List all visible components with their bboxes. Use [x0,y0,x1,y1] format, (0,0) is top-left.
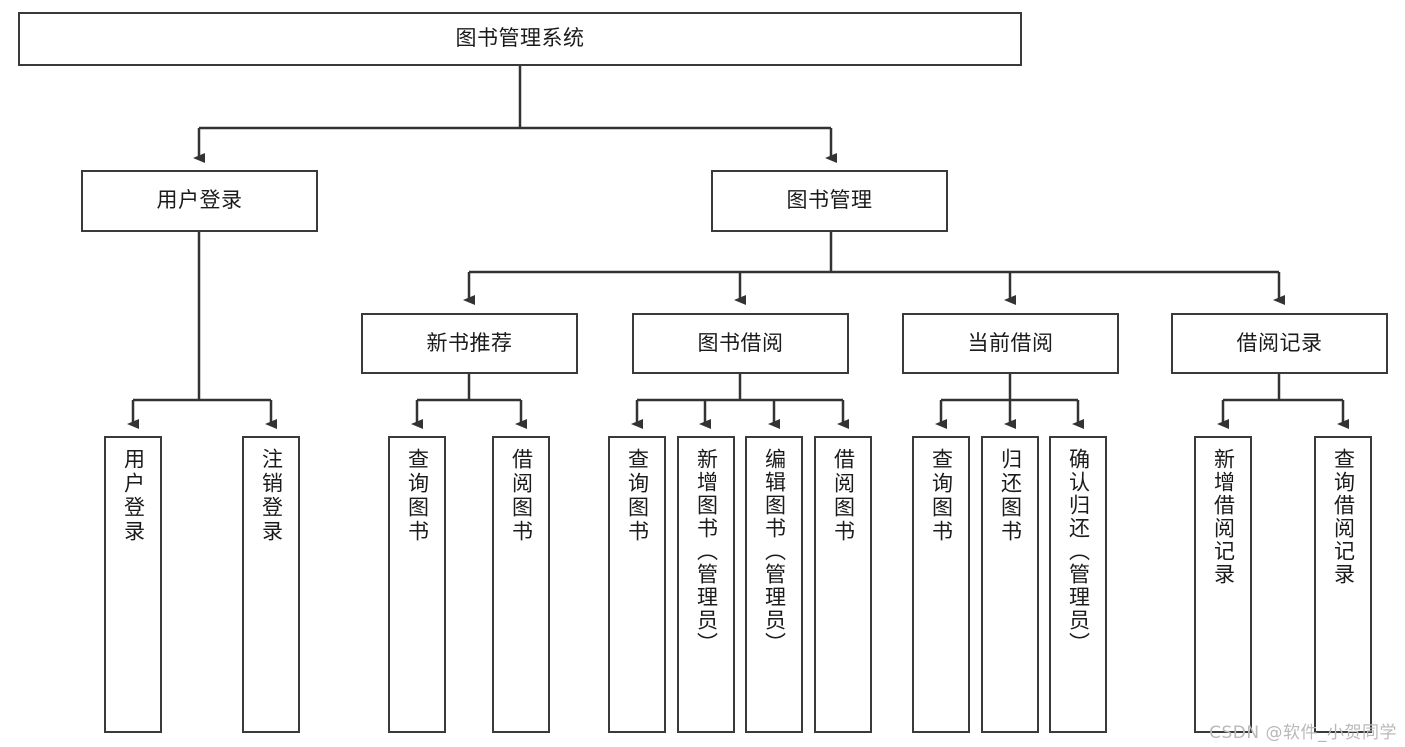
node-book-management[interactable]: 图书管理 [711,170,948,232]
node-label: 借阅图书 [509,448,534,544]
node-label: 查询图书 [405,448,430,544]
node-label: 确认归还（管理员） [1066,448,1091,655]
node-leaf-user-login[interactable]: 用户登录 [104,436,162,733]
node-leaf-return-book[interactable]: 归还图书 [981,436,1039,733]
node-label: 编辑图书（管理员） [762,448,787,655]
node-current-borrow[interactable]: 当前借阅 [902,313,1119,374]
node-label: 借阅图书 [831,448,856,544]
node-label: 归还图书 [998,448,1023,544]
node-label: 当前借阅 [967,330,1054,355]
node-label: 新增图书（管理员） [694,448,719,655]
node-root-book-management-system[interactable]: 图书管理系统 [18,12,1022,66]
node-new-book-recommend[interactable]: 新书推荐 [361,313,578,374]
node-label: 查询借阅记录 [1331,448,1356,586]
node-label: 新书推荐 [426,330,513,355]
node-user-login[interactable]: 用户登录 [81,170,318,232]
node-label: 查询图书 [929,448,954,544]
node-leaf-query-book-2[interactable]: 查询图书 [608,436,666,733]
node-label: 用户登录 [156,188,243,213]
node-label: 注销登录 [259,448,284,544]
node-leaf-query-record[interactable]: 查询借阅记录 [1314,436,1372,733]
node-borrow-record[interactable]: 借阅记录 [1171,313,1388,374]
node-label: 用户登录 [121,448,146,544]
node-label: 新增借阅记录 [1211,448,1236,586]
node-leaf-user-logout[interactable]: 注销登录 [242,436,300,733]
node-label: 借阅记录 [1236,330,1323,355]
node-leaf-borrow-book-2[interactable]: 借阅图书 [814,436,872,733]
node-leaf-add-book[interactable]: 新增图书（管理员） [677,436,735,733]
node-leaf-edit-book[interactable]: 编辑图书（管理员） [745,436,803,733]
node-book-borrow[interactable]: 图书借阅 [632,313,849,374]
node-leaf-query-book-3[interactable]: 查询图书 [912,436,970,733]
node-label: 图书管理系统 [455,26,585,51]
node-leaf-borrow-book-1[interactable]: 借阅图书 [492,436,550,733]
node-label: 图书管理 [786,188,873,213]
node-label: 查询图书 [625,448,650,544]
node-leaf-add-record[interactable]: 新增借阅记录 [1194,436,1252,733]
node-leaf-confirm-return[interactable]: 确认归还（管理员） [1049,436,1107,733]
csdn-watermark: CSDN @软件_小贺同学 [1209,723,1397,743]
node-label: 图书借阅 [697,330,784,355]
node-leaf-query-book-1[interactable]: 查询图书 [388,436,446,733]
